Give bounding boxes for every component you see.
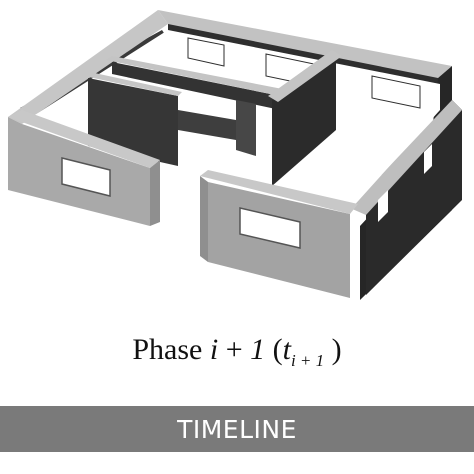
phase-index-one: 1 xyxy=(250,333,266,366)
phase-time-var: t xyxy=(282,333,291,366)
right-window-2 xyxy=(424,144,432,174)
right-wall-outer xyxy=(366,100,462,295)
phase-word: Phase xyxy=(132,333,203,366)
timeline-label: TIMELINE xyxy=(177,414,297,444)
partition-door-piece xyxy=(236,100,256,156)
back-window-3 xyxy=(371,75,421,109)
phase-index-var: i xyxy=(209,333,219,366)
timeline-bar: TIMELINE xyxy=(0,406,474,452)
phase-close-paren: ) xyxy=(331,333,342,366)
phase-caption: Phase i + 1 (ti + 1 ) xyxy=(0,330,474,370)
back-wall-top xyxy=(158,10,452,78)
right-window-1 xyxy=(378,190,388,222)
front-left-wall-top xyxy=(8,110,160,168)
front-window-left xyxy=(61,157,111,197)
partition-door-face xyxy=(178,110,236,140)
entrance-left-jamb xyxy=(150,160,160,226)
partition-room-top xyxy=(84,72,182,96)
back-window-1 xyxy=(187,37,225,67)
partition-diag-face xyxy=(272,54,336,186)
left-wall-top xyxy=(8,10,168,124)
phase-plus: + xyxy=(225,333,243,366)
partition-long-top xyxy=(106,56,298,98)
entrance-right-jamb xyxy=(200,176,208,262)
front-window-right xyxy=(239,207,301,249)
front-right-wall-top xyxy=(200,170,358,214)
building-model-illustration xyxy=(8,10,462,300)
partition-long-face xyxy=(112,62,290,112)
phase-open-paren: ( xyxy=(272,333,283,366)
right-wall-top xyxy=(350,100,462,215)
partition-diag-top xyxy=(268,50,342,102)
phase-time-subscript: i + 1 xyxy=(290,351,325,370)
